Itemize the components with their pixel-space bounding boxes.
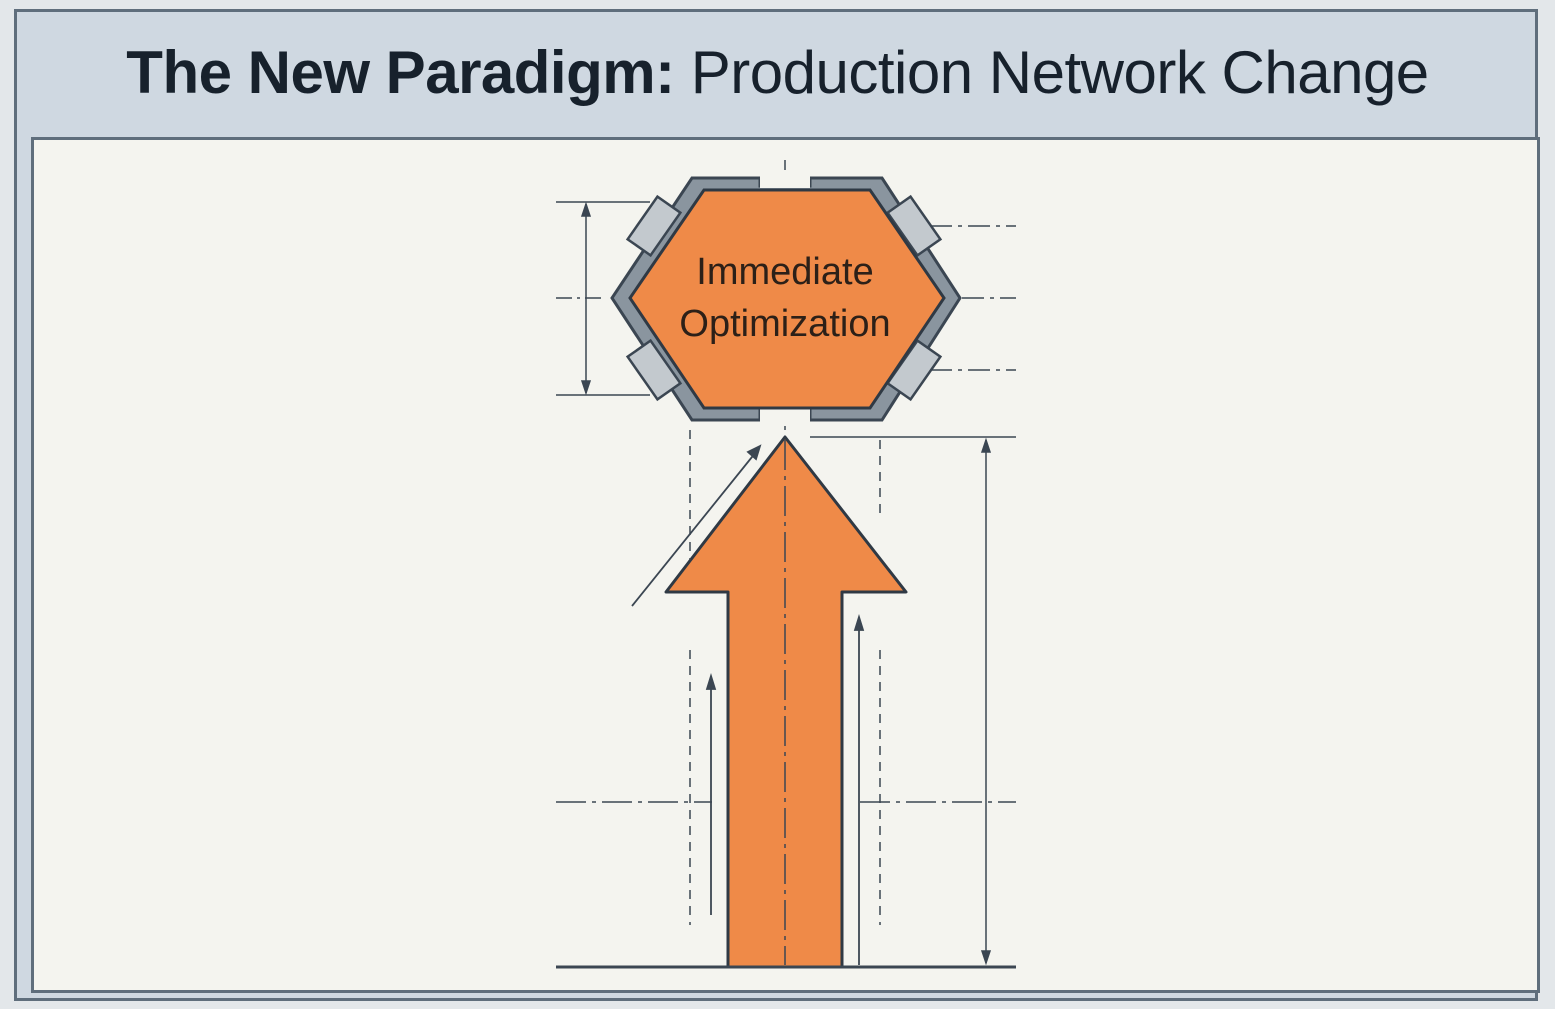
hex-right-guides <box>930 225 1016 371</box>
title-bold: The New Paradigm: <box>126 39 675 106</box>
page-title: The New Paradigm: Production Network Cha… <box>0 38 1555 107</box>
hex-label: Immediate Optimization <box>640 246 930 350</box>
right-dimension-line <box>810 436 1016 966</box>
shaft-up-arrows <box>705 613 865 965</box>
hex-label-line2: Optimization <box>679 303 891 345</box>
optimization-hexagon <box>628 188 946 410</box>
diagonal-leader-arrow <box>631 444 762 607</box>
up-arrow <box>664 435 908 969</box>
left-dimension-bracket <box>556 201 650 396</box>
title-light: Production Network Change <box>690 39 1429 106</box>
vertical-dashed-guides <box>689 430 881 925</box>
hex-label-line1: Immediate <box>696 251 874 293</box>
